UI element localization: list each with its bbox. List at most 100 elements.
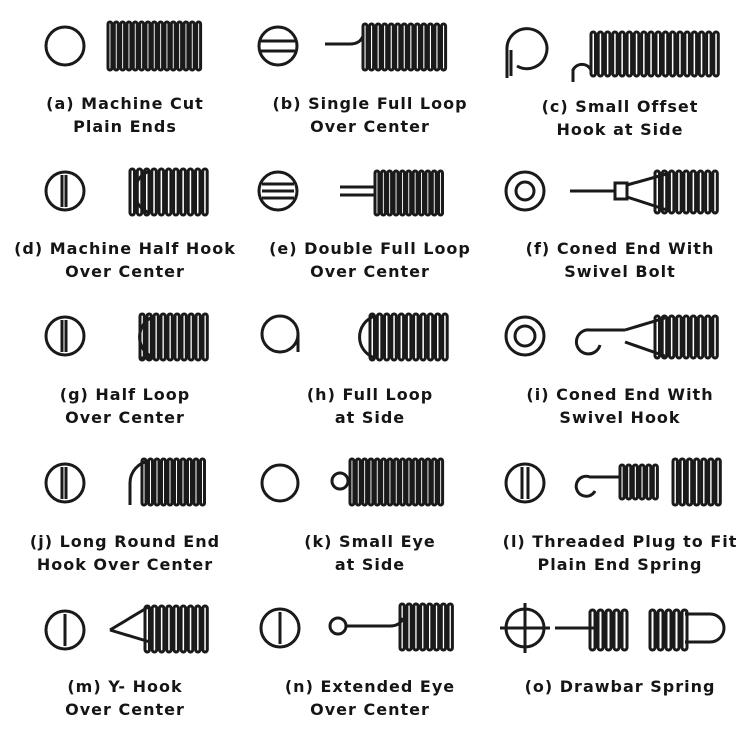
spring-c-coil-13: [683, 30, 691, 78]
spring-k-coil-1: [354, 457, 362, 507]
icons-n: [259, 602, 454, 652]
spring-k-coil-14: [437, 457, 445, 507]
caption-h-line2: at Side: [334, 408, 406, 427]
spring-g-coil-0: [138, 312, 146, 362]
caption-f-line1: (f) Coned End With: [525, 239, 715, 258]
caption-c-line1: (c) Small Offset: [541, 97, 699, 116]
spring-i-coil-0: [653, 314, 661, 360]
spring-n-coil-6: [439, 602, 448, 652]
caption-b-line2: Over Center: [310, 117, 430, 136]
spring-b-drawing: [257, 22, 448, 72]
caption-n-line2: Over Center: [310, 700, 430, 719]
spring-a-coil-1: [112, 20, 120, 72]
spring-m-drawing: [44, 604, 209, 654]
threaded-plug-coil-3: [638, 463, 646, 501]
caption-i-line1: (i) Coned End With: [526, 385, 714, 404]
cell-o: (o) Drawbar Spring: [495, 580, 745, 730]
spring-l-coil-6: [714, 457, 722, 507]
spring-h-coil-3: [390, 312, 398, 362]
spring-e-coil-4: [399, 169, 406, 217]
spring-h-coil-4: [397, 312, 406, 362]
drawbar-spring-right-coil-1: [656, 608, 665, 652]
drawbar-spring-left-coil-1: [596, 608, 605, 652]
spring-k-coil-2: [361, 457, 369, 507]
spring-a-coil-13: [188, 20, 196, 72]
spring-j-coil-8: [192, 457, 200, 507]
icons-o: [500, 603, 726, 653]
spring-a-coil-10: [169, 20, 177, 72]
spring-j-coil-7: [186, 457, 193, 507]
spring-f-coil-4: [682, 169, 690, 215]
icons-j: [44, 457, 206, 507]
spring-n-coil-1: [405, 602, 413, 652]
spring-k-coil-6: [386, 457, 394, 507]
spring-b-coil-0: [361, 22, 369, 72]
spring-j-coil-1: [147, 457, 154, 507]
end-view-circle: [259, 607, 301, 649]
swivel-hook: [574, 328, 625, 356]
spring-h-coil-6: [412, 312, 420, 362]
spring-c-coil-12: [676, 30, 684, 78]
spring-h-coil-8: [426, 312, 435, 362]
caption-e-line2: Over Center: [310, 262, 430, 281]
spring-a-coil-12: [182, 20, 190, 72]
spring-b-coil-8: [413, 22, 421, 72]
spring-i-coil-2: [667, 314, 676, 360]
spring-g-coil-5: [173, 312, 181, 362]
spring-m-coil-0: [143, 604, 151, 654]
spring-d-coil-1: [135, 167, 144, 217]
coned-end-inner: [513, 324, 537, 348]
drawbar-spring-left-coil-3: [612, 608, 621, 652]
end-view-circle: [257, 170, 299, 212]
spring-j-coil-4: [166, 457, 174, 507]
side-loop-end: [260, 314, 300, 354]
caption-d-line1: (d) Machine Half Hook: [14, 239, 236, 258]
spring-k-coil-7: [392, 457, 400, 507]
drawbar-spring-left-coil-2: [604, 608, 613, 652]
spring-k-drawing: [260, 457, 445, 507]
spring-b-coil-10: [426, 22, 434, 72]
spring-a-coil-4: [131, 20, 139, 72]
icons-c: [505, 27, 720, 82]
spring-c-coil-9: [654, 30, 662, 78]
spring-i-coil-7: [704, 314, 712, 360]
threaded-plug-coil-2: [631, 463, 639, 501]
caption-j-line1: (j) Long Round End: [29, 532, 221, 551]
caption-i-line2: Swivel Hook: [559, 408, 681, 427]
spring-e-coil-10: [437, 169, 445, 217]
end-view-circle: [44, 170, 86, 212]
icons-a: [44, 20, 203, 72]
spring-g-coil-7: [187, 312, 195, 362]
spring-n-drawing: [259, 602, 454, 652]
spring-a-coil-8: [157, 20, 165, 72]
spring-f-coil-0: [653, 169, 661, 215]
spring-m-coil-4: [172, 604, 180, 654]
spring-j-coil-5: [173, 457, 180, 507]
caption-a-line2: Plain Ends: [73, 117, 177, 136]
spring-m-coil-2: [157, 604, 166, 654]
icons-k: [260, 457, 445, 507]
spring-h-coil-1: [375, 312, 384, 362]
spring-g-coil-2: [152, 312, 160, 362]
small-eye: [330, 471, 350, 491]
coned-end-outer: [504, 170, 546, 212]
drawbar-spring-right-coil-2: [664, 608, 673, 652]
caption-m-line2: Over Center: [65, 700, 185, 719]
end-view-circle: [44, 315, 86, 357]
spring-n-coil-7: [446, 602, 454, 652]
spring-c-coil-6: [632, 30, 641, 78]
spring-l-coil-2: [685, 457, 694, 507]
caption-l-line1: (l) Threaded Plug to Fit: [502, 532, 738, 551]
spring-e-coil-2: [386, 169, 394, 217]
spring-e-coil-3: [392, 169, 400, 217]
spring-a-coil-2: [119, 20, 127, 72]
spring-c-drawing: [505, 27, 720, 82]
spring-m-coil-5: [179, 604, 188, 654]
spring-j-coil-2: [153, 457, 161, 507]
spring-e-drawing: [257, 169, 445, 217]
spring-a-coil-3: [125, 20, 133, 72]
